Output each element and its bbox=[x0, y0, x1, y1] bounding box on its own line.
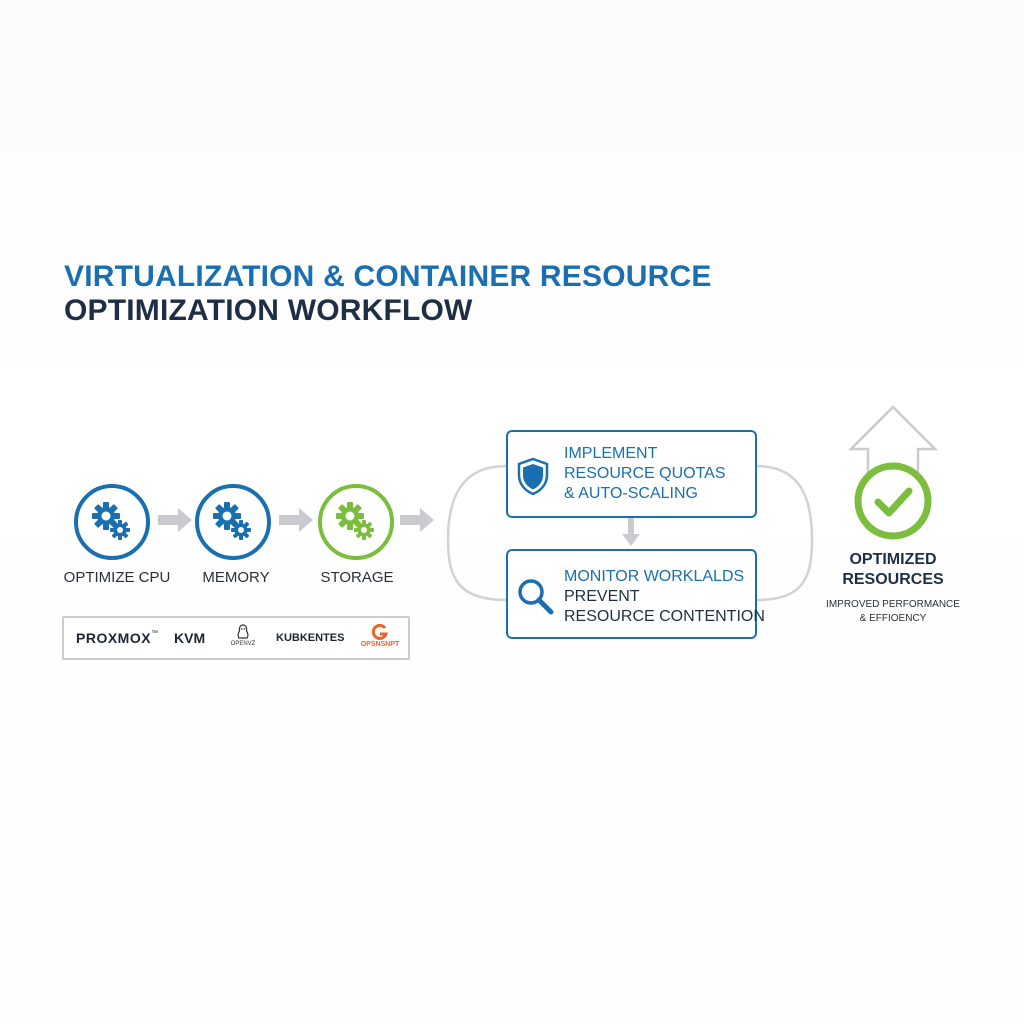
logo-kubernetes: KUBKENTES bbox=[276, 632, 345, 644]
arrow-right-icon bbox=[279, 508, 313, 532]
check-circle-icon bbox=[854, 462, 932, 540]
search-icon bbox=[518, 579, 554, 615]
step-optimize-cpu bbox=[74, 484, 150, 560]
box-implement-quotas-text: IMPLEMENT RESOURCE QUOTAS & AUTO-SCALING bbox=[564, 445, 726, 502]
arrow-down-icon bbox=[622, 518, 640, 546]
diagram-title-line1: VIRTUALIZATION & CONTAINER RESOURCE bbox=[64, 260, 712, 293]
arrow-right-icon bbox=[400, 508, 434, 532]
arrow-right-icon bbox=[158, 508, 192, 532]
gears-icon bbox=[92, 502, 130, 540]
result-title: OPTIMIZED RESOURCES bbox=[842, 551, 944, 588]
box-monitor-workloads: MONITOR WORKLALDS PREVENT RESOURCE CONTE… bbox=[506, 549, 765, 639]
step-label-memory: MEMORY bbox=[202, 569, 270, 586]
shield-icon bbox=[517, 457, 549, 495]
loop-connector bbox=[446, 464, 814, 602]
penguin-icon bbox=[237, 624, 249, 639]
step-label-optimize-cpu: OPTIMIZE CPU bbox=[63, 569, 171, 586]
step-memory bbox=[195, 484, 271, 560]
logo-proxmox: PROXMOX™ bbox=[76, 630, 159, 646]
step-label-storage: STORAGE bbox=[320, 569, 394, 586]
diagram-title-line2: OPTIMIZATION WORKFLOW bbox=[64, 294, 473, 327]
box-implement-quotas: IMPLEMENT RESOURCE QUOTAS & AUTO-SCALING bbox=[506, 430, 757, 518]
gears-icon bbox=[336, 502, 374, 540]
box-monitor-workloads-text: MONITOR WORKLALDS PREVENT RESOURCE CONTE… bbox=[564, 568, 765, 625]
step-storage bbox=[318, 484, 394, 560]
platform-logos: PROXMOX™ KVM OPENVZ KUBKENTES OPSNSNPT bbox=[62, 616, 410, 660]
logo-opnsense: OPSNSNPT bbox=[354, 624, 406, 648]
gears-icon bbox=[213, 502, 251, 540]
logo-kvm: KVM bbox=[174, 630, 206, 646]
g-logo-icon bbox=[371, 624, 389, 640]
logo-openvz: OPENVZ bbox=[228, 624, 258, 647]
result-subtitle: IMPROVED PERFORMANCE & EFFIOENCY bbox=[826, 599, 960, 624]
